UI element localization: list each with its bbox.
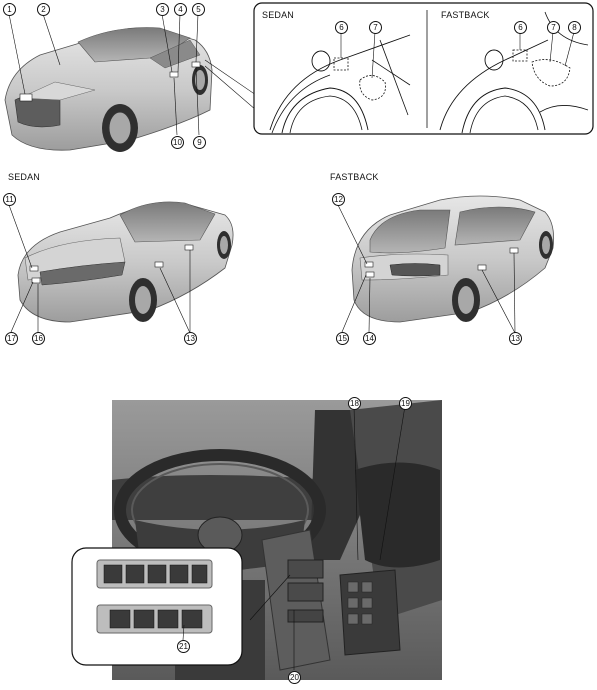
callout-16: 16 [32, 332, 45, 345]
fastback-section-label: FASTBACK [330, 172, 379, 182]
inset-detail-box [253, 2, 594, 135]
callout-12: 12 [332, 193, 345, 206]
front-car-illustration [4, 13, 257, 152]
callout-4: 4 [174, 3, 187, 16]
callout-13-fastback: 13 [509, 332, 522, 345]
callout-9: 9 [193, 136, 206, 149]
callout-6-sedan: 6 [335, 21, 348, 34]
inset-sedan-label: SEDAN [262, 10, 295, 20]
sedan-rear-illustration [8, 201, 234, 334]
fastback-rear-illustration [337, 195, 555, 334]
callout-5: 5 [192, 3, 205, 16]
callout-15: 15 [336, 332, 349, 345]
callout-10: 10 [171, 136, 184, 149]
switch-panel-inset [71, 547, 243, 666]
callout-8: 8 [568, 21, 581, 34]
callout-2: 2 [37, 3, 50, 16]
callout-6-fastback: 6 [514, 21, 527, 34]
inset-fastback-label: FASTBACK [441, 10, 490, 20]
callout-21: 21 [177, 640, 190, 653]
callout-13-sedan: 13 [184, 332, 197, 345]
callout-1: 1 [3, 3, 16, 16]
callout-17: 17 [5, 332, 18, 345]
callout-11: 11 [3, 193, 16, 206]
callout-7-fastback: 7 [547, 21, 560, 34]
sedan-section-label: SEDAN [8, 172, 41, 182]
callout-18: 18 [348, 397, 361, 410]
callout-14: 14 [363, 332, 376, 345]
callout-7-sedan: 7 [369, 21, 382, 34]
callout-3: 3 [156, 3, 169, 16]
callout-19: 19 [399, 397, 412, 410]
callout-20: 20 [288, 671, 301, 684]
